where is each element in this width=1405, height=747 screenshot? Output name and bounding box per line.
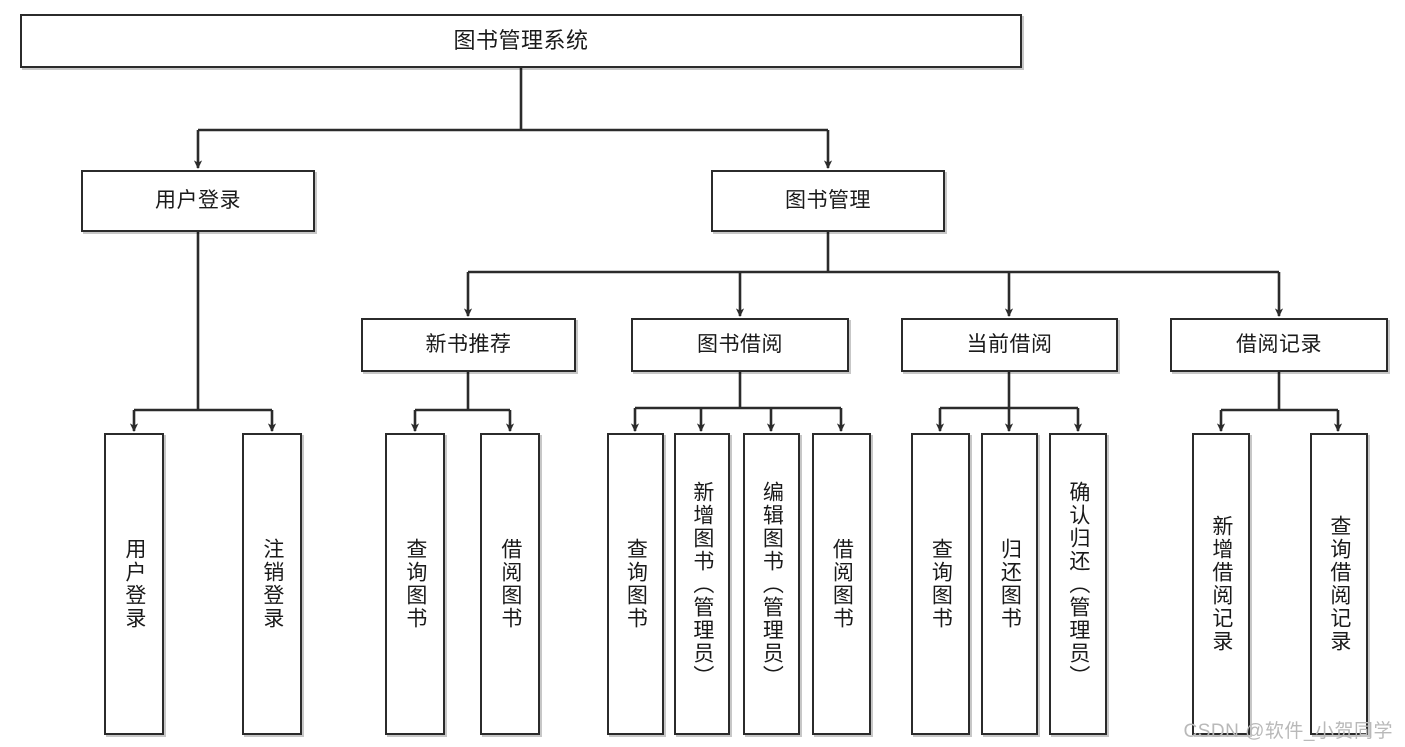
leaf-borrow-book-recommend[interactable]: 借阅图书 [480,433,540,735]
node-label: 新书推荐 [425,333,512,357]
node-root-library-management-system[interactable]: 图书管理系统 [20,14,1022,68]
node-label: 借阅图书 [498,538,522,630]
node-label: 确认归还（管理员） [1066,480,1090,688]
node-label: 图书管理 [785,189,871,213]
node-label: 查询图书 [403,538,427,630]
leaf-user-login[interactable]: 用户登录 [104,433,164,735]
leaf-query-book-borrow[interactable]: 查询图书 [607,433,664,735]
leaf-confirm-return-admin[interactable]: 确认归还（管理员） [1049,433,1107,735]
node-label: 借阅图书 [830,538,854,630]
leaf-query-book-current[interactable]: 查询图书 [911,433,970,735]
node-label: 查询图书 [624,538,648,630]
node-new-book-recommend[interactable]: 新书推荐 [361,318,576,372]
leaf-add-borrow-record[interactable]: 新增借阅记录 [1192,433,1250,735]
leaf-borrow-book[interactable]: 借阅图书 [812,433,871,735]
node-label: 查询借阅记录 [1327,515,1351,653]
node-label: 当前借阅 [966,333,1053,357]
node-label: 新增借阅记录 [1209,515,1233,653]
node-label: 用户登录 [122,538,146,630]
node-book-management[interactable]: 图书管理 [711,170,945,232]
node-label: 用户登录 [155,189,241,213]
leaf-edit-book-admin[interactable]: 编辑图书（管理员） [743,433,800,735]
node-label: 借阅记录 [1236,333,1322,357]
node-label: 新增图书（管理员） [690,480,714,688]
node-current-borrow[interactable]: 当前借阅 [901,318,1118,372]
leaf-query-book-recommend[interactable]: 查询图书 [385,433,445,735]
node-borrow-record[interactable]: 借阅记录 [1170,318,1388,372]
node-book-borrow[interactable]: 图书借阅 [631,318,849,372]
node-user-login[interactable]: 用户登录 [81,170,315,232]
leaf-query-borrow-record[interactable]: 查询借阅记录 [1310,433,1368,735]
csdn-watermark: CSDN @软件_小贺同学 [1183,721,1393,742]
leaf-return-book[interactable]: 归还图书 [981,433,1038,735]
node-label: 图书借阅 [697,333,783,357]
leaf-add-book-admin[interactable]: 新增图书（管理员） [674,433,730,735]
leaf-logout-login[interactable]: 注销登录 [242,433,302,735]
node-label: 查询图书 [929,538,953,630]
node-label: 编辑图书（管理员） [760,480,784,688]
node-label: 注销登录 [260,538,284,630]
node-label: 归还图书 [998,538,1022,630]
node-label: 图书管理系统 [453,27,589,53]
